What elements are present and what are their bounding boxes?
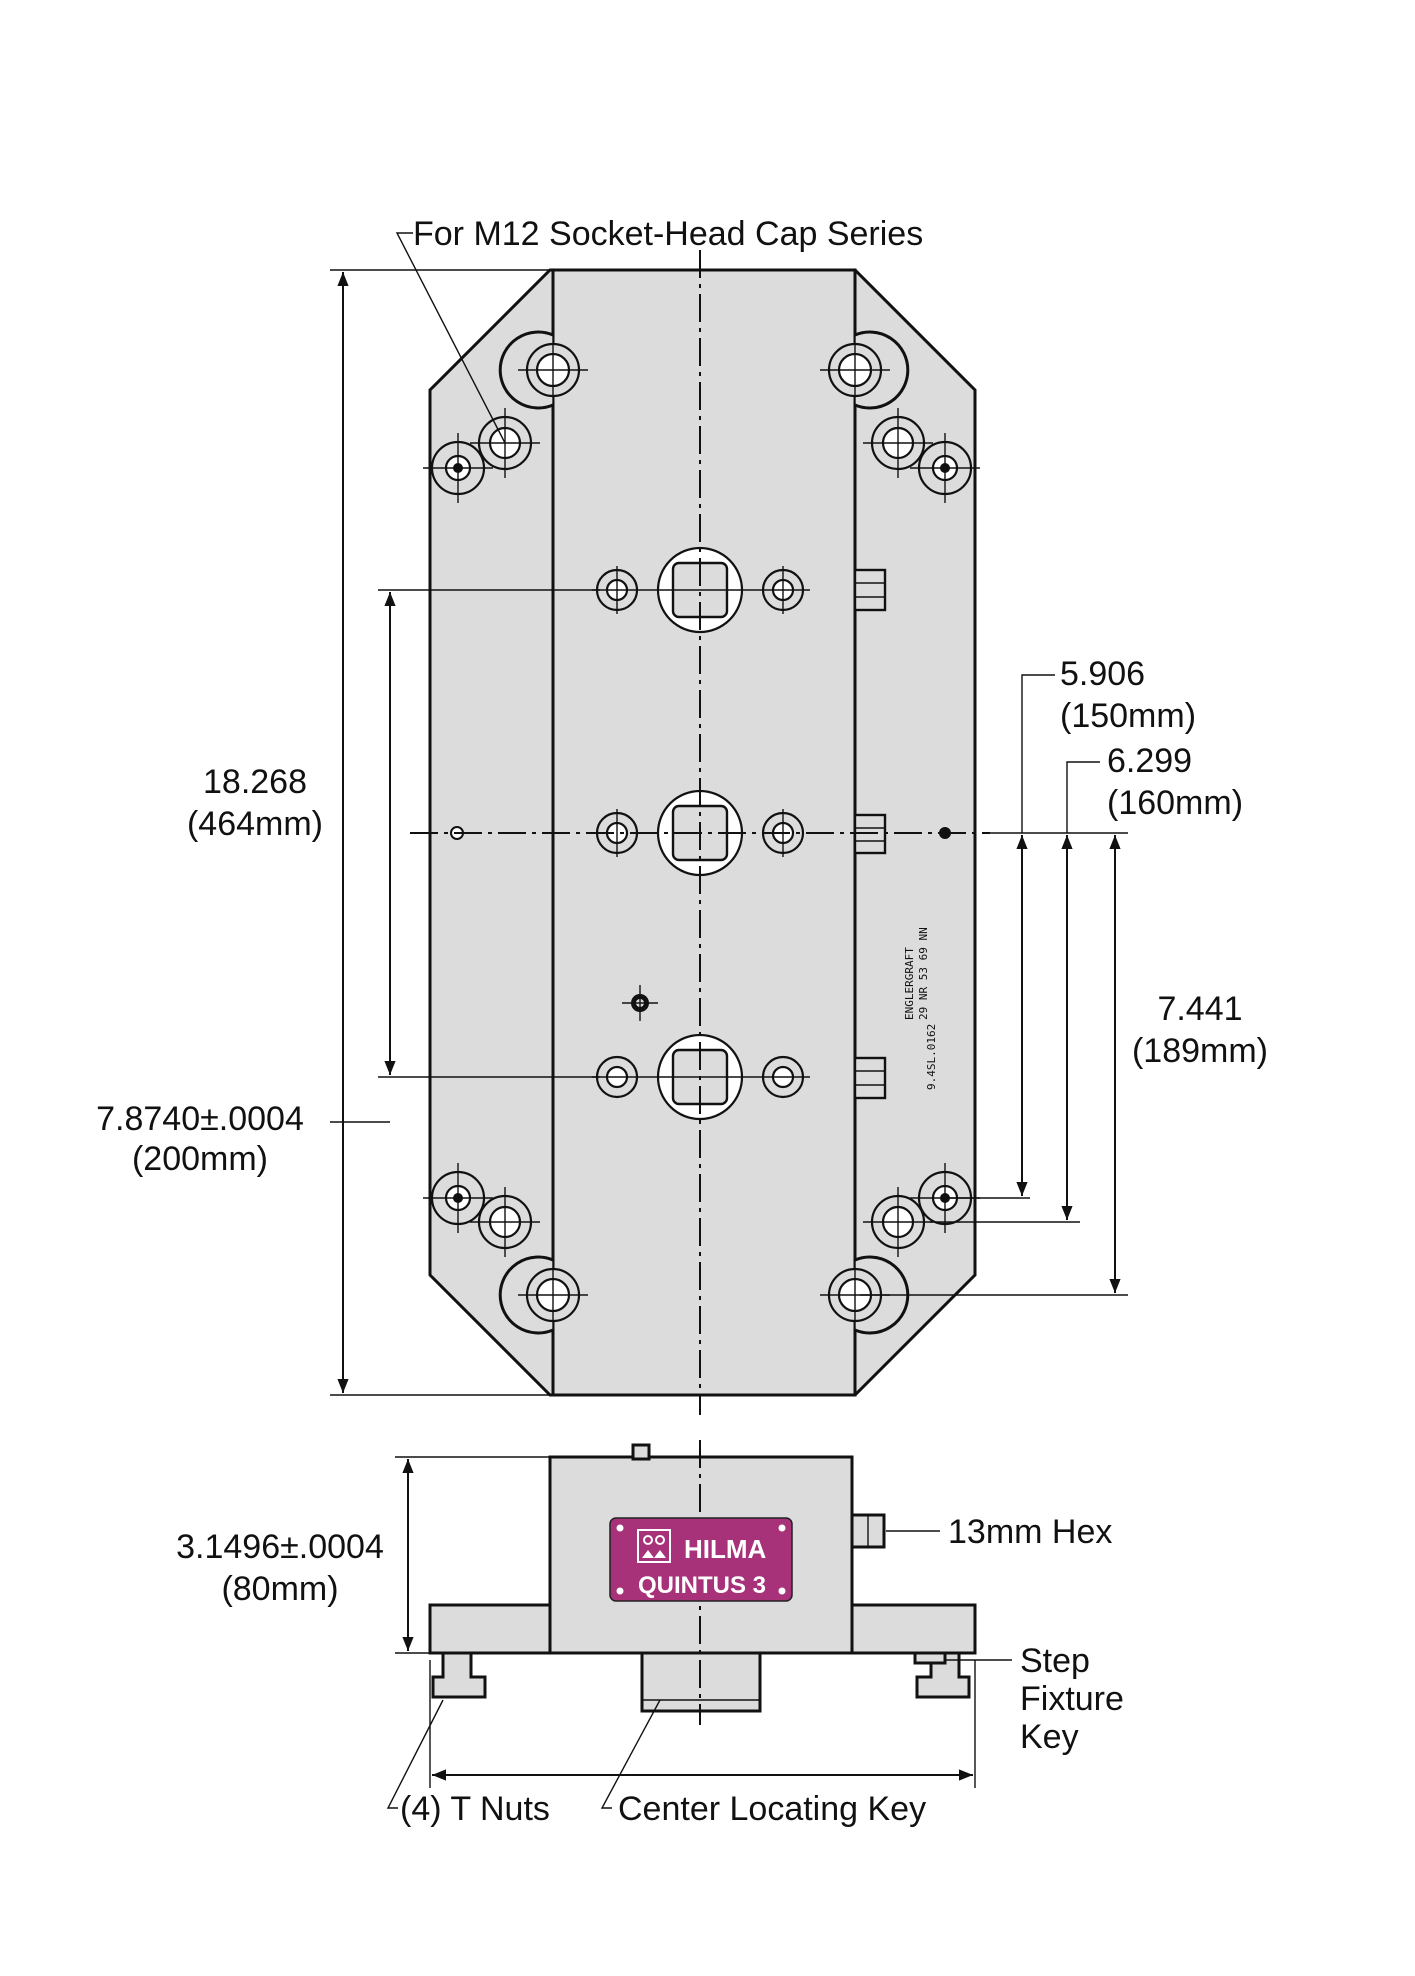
step-fixture-key	[913, 1651, 947, 1665]
hex-label: 13mm Hex	[948, 1513, 1112, 1551]
step-key-label-2: Fixture	[1020, 1680, 1124, 1718]
engraving-line2: 29 NR 53 69 NN	[917, 927, 930, 1020]
step-key-label-3: Key	[1020, 1718, 1079, 1756]
engraving-line1: ENGLERGRAFT	[903, 947, 916, 1020]
nameplate-brand: HILMA	[684, 1534, 767, 1564]
hilma-nameplate: HILMA QUINTUS 3	[609, 1517, 793, 1602]
side-view-dimensions	[386, 1456, 1012, 1809]
dim-160-in: 6.299	[1107, 742, 1192, 780]
side-height-mm: (80mm)	[221, 1570, 338, 1608]
dim-189-in: 7.441	[1157, 990, 1242, 1028]
side-height-in: 3.1496±.0004	[176, 1528, 384, 1566]
clamp-spacing-mm: (200mm)	[132, 1140, 268, 1178]
bolt-note-label: For M12 Socket-Head Cap Series	[413, 215, 923, 253]
engraving-line3: 9.4SL.0162	[925, 1024, 938, 1090]
step-key-label-1: Step	[1020, 1642, 1090, 1680]
dim-150-in: 5.906	[1060, 655, 1145, 693]
labels: For M12 Socket-Head Cap Series 18.268 (4…	[96, 215, 1268, 1828]
overall-height-mm: (464mm)	[187, 805, 323, 843]
dim-160-mm: (160mm)	[1107, 784, 1243, 822]
t-nut-left	[431, 1651, 487, 1699]
hilma-logo-icon	[637, 1529, 671, 1563]
overall-height-in: 18.268	[203, 763, 307, 801]
dim-189-mm: (189mm)	[1132, 1032, 1268, 1070]
dim-150-mm: (150mm)	[1060, 697, 1196, 735]
clamp-spacing-in: 7.8740±.0004	[96, 1100, 304, 1138]
side-top-pin	[631, 1443, 651, 1461]
side-view: HILMA QUINTUS 3	[428, 1440, 977, 1725]
center-key-label: Center Locating Key	[618, 1790, 926, 1828]
t-nut-right	[915, 1651, 971, 1699]
top-view-dimensions	[330, 232, 1128, 1396]
top-view: 9.4SL.0162 ENGLERGRAFT 29 NR 53 69 NN	[410, 250, 990, 1415]
engraving: 9.4SL.0162 ENGLERGRAFT 29 NR 53 69 NN	[903, 927, 938, 1090]
t-nuts-label: (4) T Nuts	[400, 1790, 550, 1828]
nameplate-model: QUINTUS 3	[638, 1572, 766, 1599]
